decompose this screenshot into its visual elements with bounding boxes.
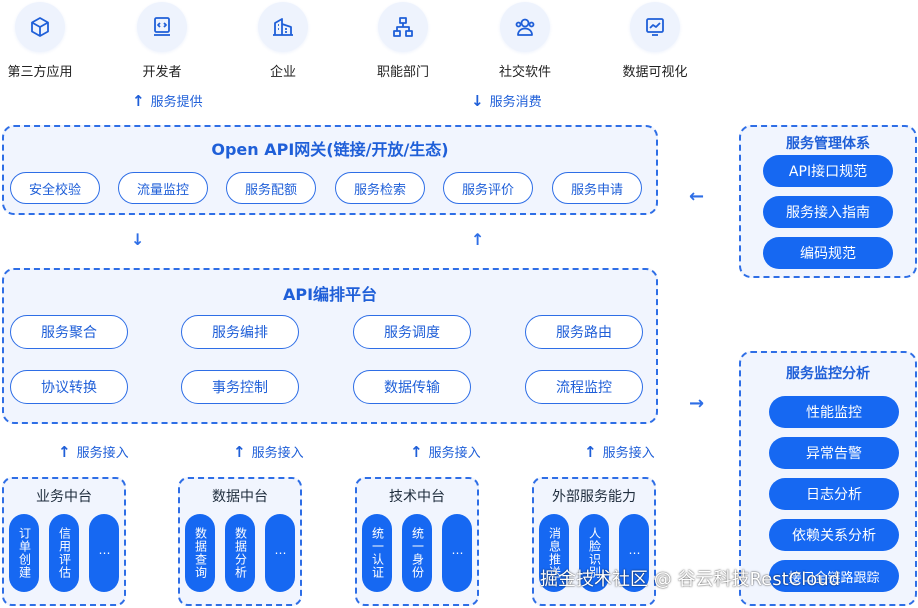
line-chart-icon xyxy=(630,2,680,52)
platform-item[interactable]: 统一认证 xyxy=(362,514,392,592)
platform-item-more[interactable]: ⋯ xyxy=(442,514,472,592)
consumer-label: 开发者 xyxy=(142,65,182,80)
management-item[interactable]: API接口规范 xyxy=(763,155,893,187)
orchestration-item[interactable]: 事务控制 xyxy=(181,370,299,404)
arrow-down-icon: ↓ xyxy=(131,230,145,249)
service-consume-label: ↓服务消费 xyxy=(471,91,542,111)
gateway-panel xyxy=(2,125,658,215)
consumer-label: 数据可视化 xyxy=(622,65,688,80)
monitoring-item[interactable]: 性能监控 xyxy=(769,396,899,428)
org-chart-icon xyxy=(378,2,428,52)
code-screen-icon xyxy=(137,2,187,52)
gateway-item[interactable]: 服务检索 xyxy=(335,172,425,204)
gateway-item[interactable]: 流量监控 xyxy=(118,172,208,204)
gateway-item[interactable]: 安全校验 xyxy=(10,172,100,204)
platform-item[interactable]: 订单创建 xyxy=(9,514,39,592)
orchestration-item[interactable]: 服务编排 xyxy=(181,315,299,349)
cube-icon xyxy=(15,2,65,52)
service-access-label: ↑服务接入 xyxy=(584,442,655,462)
platform-item-more[interactable]: ⋯ xyxy=(265,514,295,592)
platform-title: 外部服务能力 xyxy=(552,489,636,505)
platform-item-more[interactable]: ⋯ xyxy=(619,514,649,592)
platform-title: 业务中台 xyxy=(36,489,92,505)
arrow-right-icon: → xyxy=(689,393,705,414)
building-icon xyxy=(258,2,308,52)
management-item[interactable]: 编码规范 xyxy=(763,237,893,269)
arrow-down-icon: ↓ xyxy=(471,91,484,110)
consumer-label: 第三方应用 xyxy=(7,65,73,80)
monitoring-item[interactable]: 接口全链路跟踪 xyxy=(769,560,899,592)
platform-title: 数据中台 xyxy=(212,489,268,505)
arrow-up-icon: ↑ xyxy=(410,442,423,461)
orchestration-item[interactable]: 服务调度 xyxy=(353,315,471,349)
consumer-label: 企业 xyxy=(269,65,296,80)
gateway-title: Open API网关(链接/开放/生态) xyxy=(211,140,449,159)
consumer-developer: 开发者 xyxy=(117,0,207,80)
platform-item[interactable]: 消息推送 xyxy=(539,514,569,592)
service-access-label: ↑服务接入 xyxy=(58,442,129,462)
orchestration-item[interactable]: 服务聚合 xyxy=(10,315,128,349)
orchestration-title: API编排平台 xyxy=(282,285,378,304)
monitoring-title: 服务监控分析 xyxy=(786,366,870,382)
platform-title: 技术中台 xyxy=(389,489,445,505)
consumer-social-software: 社交软件 xyxy=(480,0,570,80)
orchestration-item[interactable]: 数据传输 xyxy=(353,370,471,404)
platform-item[interactable]: 统一身份 xyxy=(402,514,432,592)
monitoring-item[interactable]: 异常告警 xyxy=(769,437,899,469)
service-provide-label: ↑服务提供 xyxy=(132,91,203,111)
platform-item[interactable]: 人脸识别 xyxy=(579,514,609,592)
monitoring-item[interactable]: 日志分析 xyxy=(769,478,899,510)
platform-item-more[interactable]: ⋯ xyxy=(89,514,119,592)
arrow-up-icon: ↑ xyxy=(471,230,485,249)
management-item[interactable]: 服务接入指南 xyxy=(763,196,893,228)
gateway-item[interactable]: 服务评价 xyxy=(443,172,533,204)
service-access-label: ↑服务接入 xyxy=(410,442,481,462)
arrow-left-icon: ← xyxy=(689,186,705,207)
arrow-up-icon: ↑ xyxy=(132,91,145,110)
users-icon xyxy=(500,2,550,52)
consumer-enterprise: 企业 xyxy=(238,0,328,80)
orchestration-item[interactable]: 服务路由 xyxy=(525,315,643,349)
gateway-item[interactable]: 服务配额 xyxy=(226,172,316,204)
platform-item[interactable]: 数据查询 xyxy=(185,514,215,592)
arrow-up-icon: ↑ xyxy=(58,442,71,461)
consumer-label: 社交软件 xyxy=(498,65,551,80)
platform-item[interactable]: 数据分析 xyxy=(225,514,255,592)
monitoring-item[interactable]: 依赖关系分析 xyxy=(769,519,899,551)
management-title: 服务管理体系 xyxy=(786,136,870,152)
orchestration-item[interactable]: 流程监控 xyxy=(525,370,643,404)
watermark: 掘金技术社区 @ 谷云科技RestCloud xyxy=(540,569,841,590)
orchestration-item[interactable]: 协议转换 xyxy=(10,370,128,404)
gateway-item[interactable]: 服务申请 xyxy=(552,172,642,204)
platform-item[interactable]: 信用评估 xyxy=(49,514,79,592)
arrow-up-icon: ↑ xyxy=(233,442,246,461)
consumer-data-visualization: 数据可视化 xyxy=(610,0,700,80)
consumer-third-party-app: 第三方应用 xyxy=(0,0,85,80)
consumer-department: 职能部门 xyxy=(358,0,448,80)
consumer-label: 职能部门 xyxy=(376,65,429,80)
arrow-up-icon: ↑ xyxy=(584,442,597,461)
service-access-label: ↑服务接入 xyxy=(233,442,304,462)
